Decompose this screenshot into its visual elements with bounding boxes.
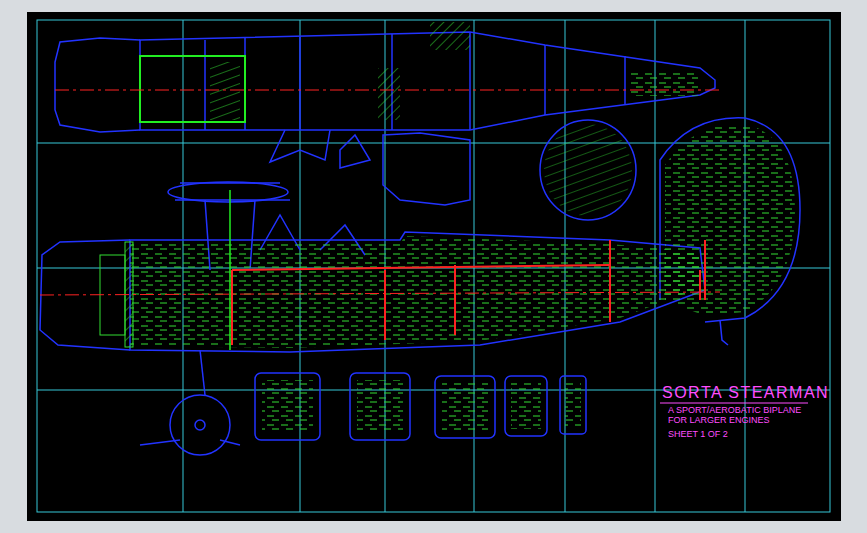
subtitle: A SPORT/AEROBATIC BIPLANE — [668, 406, 801, 416]
subtitle: FOR LARGER ENGINES — [668, 416, 770, 426]
sheet-number: SHEET 1 OF 2 — [668, 430, 728, 440]
sheet-title: SORTA STEARMAN — [662, 384, 829, 402]
